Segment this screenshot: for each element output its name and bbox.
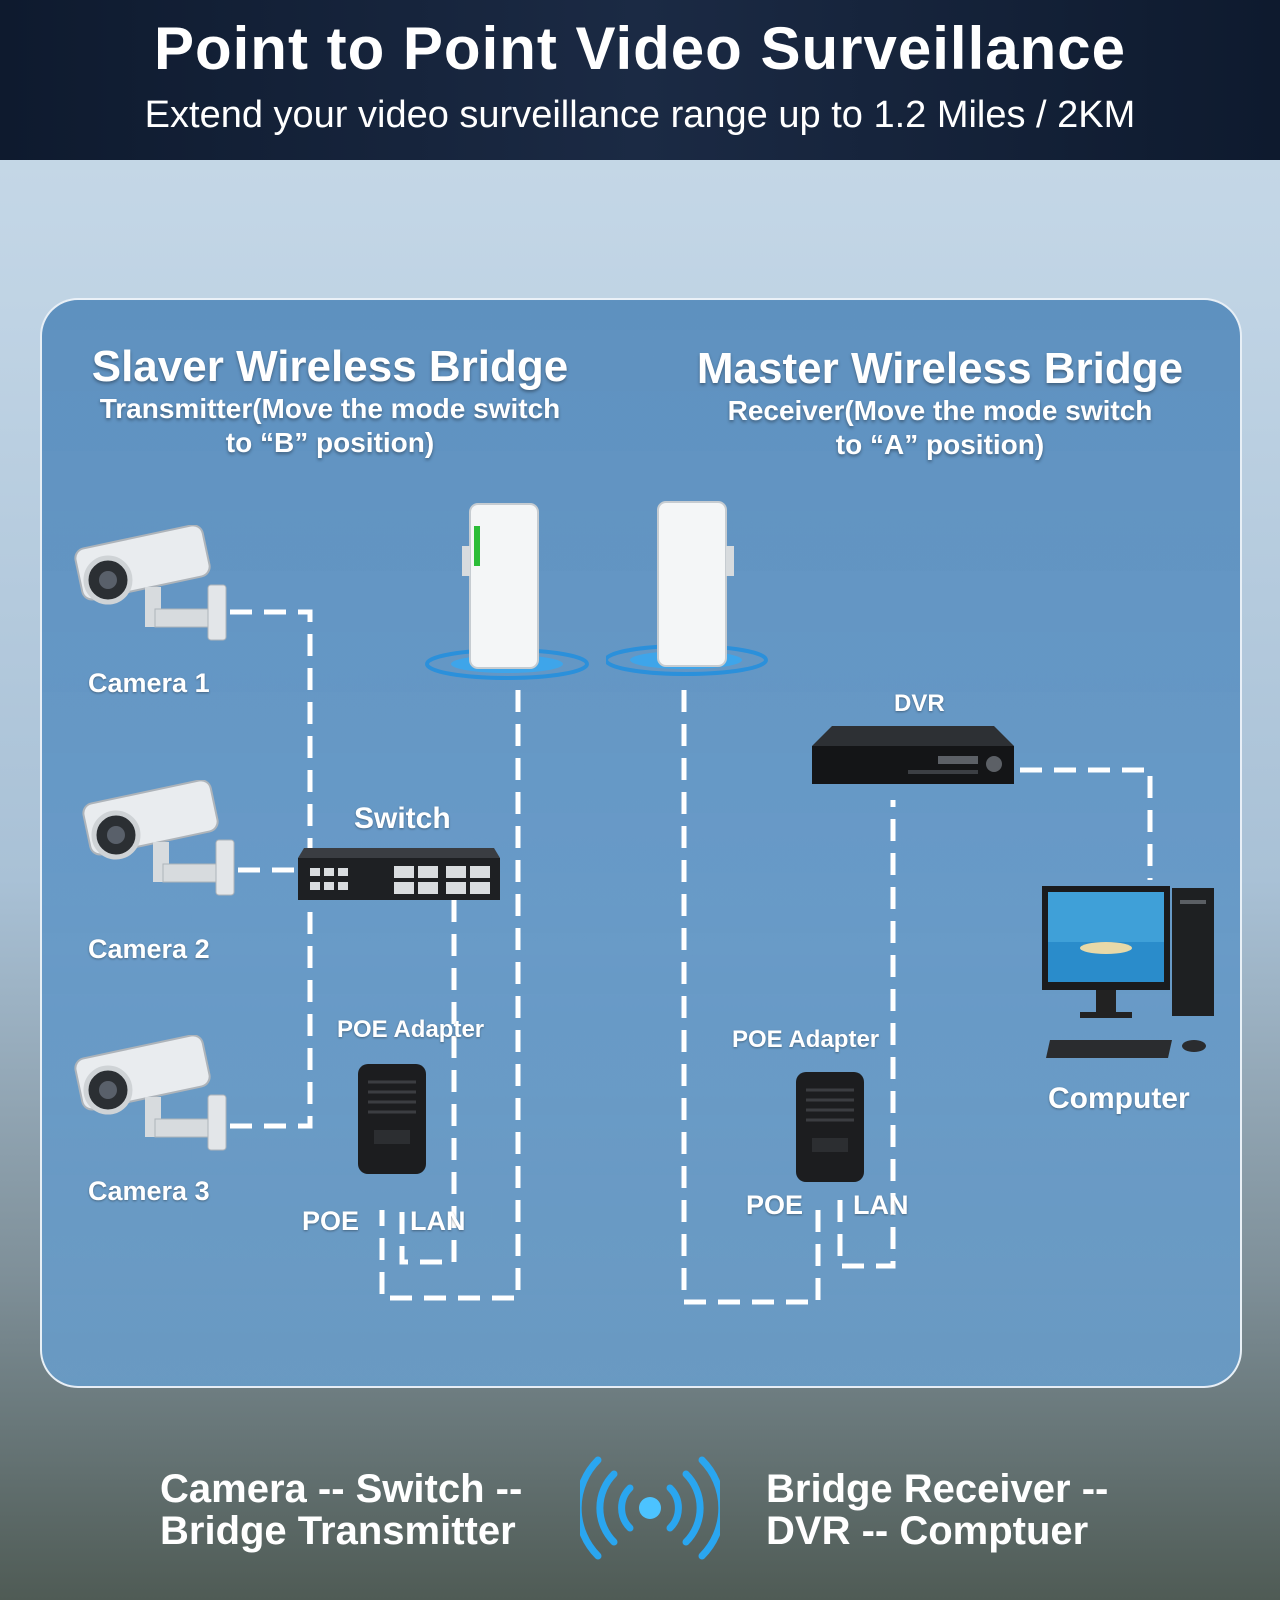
header-banner: Point to Point Video Surveillance Extend… <box>0 0 1280 160</box>
page-subtitle: Extend your video surveillance range up … <box>144 94 1136 136</box>
footer-left: Camera -- Switch -- Bridge Transmitter <box>160 1468 522 1552</box>
poe-adapter-left-label: POE Adapter <box>337 1016 485 1043</box>
wire-dvr-computer <box>1020 767 1153 880</box>
wire-switch-lan <box>399 900 457 1265</box>
switch-icon <box>298 848 500 900</box>
master-title: Master Wireless Bridge <box>696 344 1184 393</box>
poe-left-label: POE <box>302 1206 360 1236</box>
lan-left-label: LAN <box>410 1206 466 1236</box>
bridge-icon <box>425 503 589 680</box>
lan-right-label: LAN <box>853 1190 909 1220</box>
poe-adapter-icon <box>796 1072 864 1182</box>
computer-icon <box>1042 886 1214 1058</box>
footer-left-line1: Camera -- Switch -- <box>160 1467 523 1511</box>
camera1-label: Camera 1 <box>88 668 210 698</box>
poe-adapter-right-label: POE Adapter <box>732 1026 880 1053</box>
camera2-label: Camera 2 <box>88 934 210 964</box>
camera-icon <box>74 525 227 641</box>
diagram-panel <box>40 298 1242 1388</box>
wire-bridge-tx-poe <box>379 690 521 1301</box>
slaver-title: Slaver Wireless Bridge <box>91 342 569 391</box>
footer-right-line2: DVR -- Comptuer <box>766 1509 1089 1553</box>
bridge-icon <box>606 501 768 676</box>
wire-camera1 <box>230 609 313 850</box>
wireless-signal-icon <box>580 1456 720 1560</box>
page-title: Point to Point Video Surveillance <box>153 15 1127 82</box>
wire-camera3 <box>230 900 313 1129</box>
footer-left-line2: Bridge Transmitter <box>160 1509 516 1553</box>
slaver-heading: Slaver Wireless Bridge Transmitter(Move … <box>60 342 600 460</box>
poe-right-label: POE <box>746 1190 804 1220</box>
computer-label: Computer <box>1048 1082 1190 1115</box>
master-heading: Master Wireless Bridge Receiver(Move the… <box>655 344 1225 462</box>
switch-label: Switch <box>354 802 451 835</box>
poe-adapter-icon <box>358 1064 426 1174</box>
wire-bridge-rx-poe <box>681 690 821 1305</box>
camera-icon <box>82 780 235 896</box>
slaver-desc-line2: to “B” position) <box>225 427 435 458</box>
camera3-label: Camera 3 <box>88 1176 210 1206</box>
dvr-icon <box>812 726 1014 784</box>
master-desc-line1: Receiver(Move the mode switch <box>727 395 1153 426</box>
footer-right-line1: Bridge Receiver -- <box>766 1467 1109 1511</box>
slaver-desc-line1: Transmitter(Move the mode switch <box>99 393 561 424</box>
footer-right: Bridge Receiver -- DVR -- Comptuer <box>766 1468 1108 1552</box>
wire-lan-dvr <box>837 800 896 1269</box>
master-desc-line2: to “A” position) <box>835 429 1045 460</box>
dvr-label: DVR <box>894 690 945 717</box>
camera-icon <box>74 1035 227 1151</box>
